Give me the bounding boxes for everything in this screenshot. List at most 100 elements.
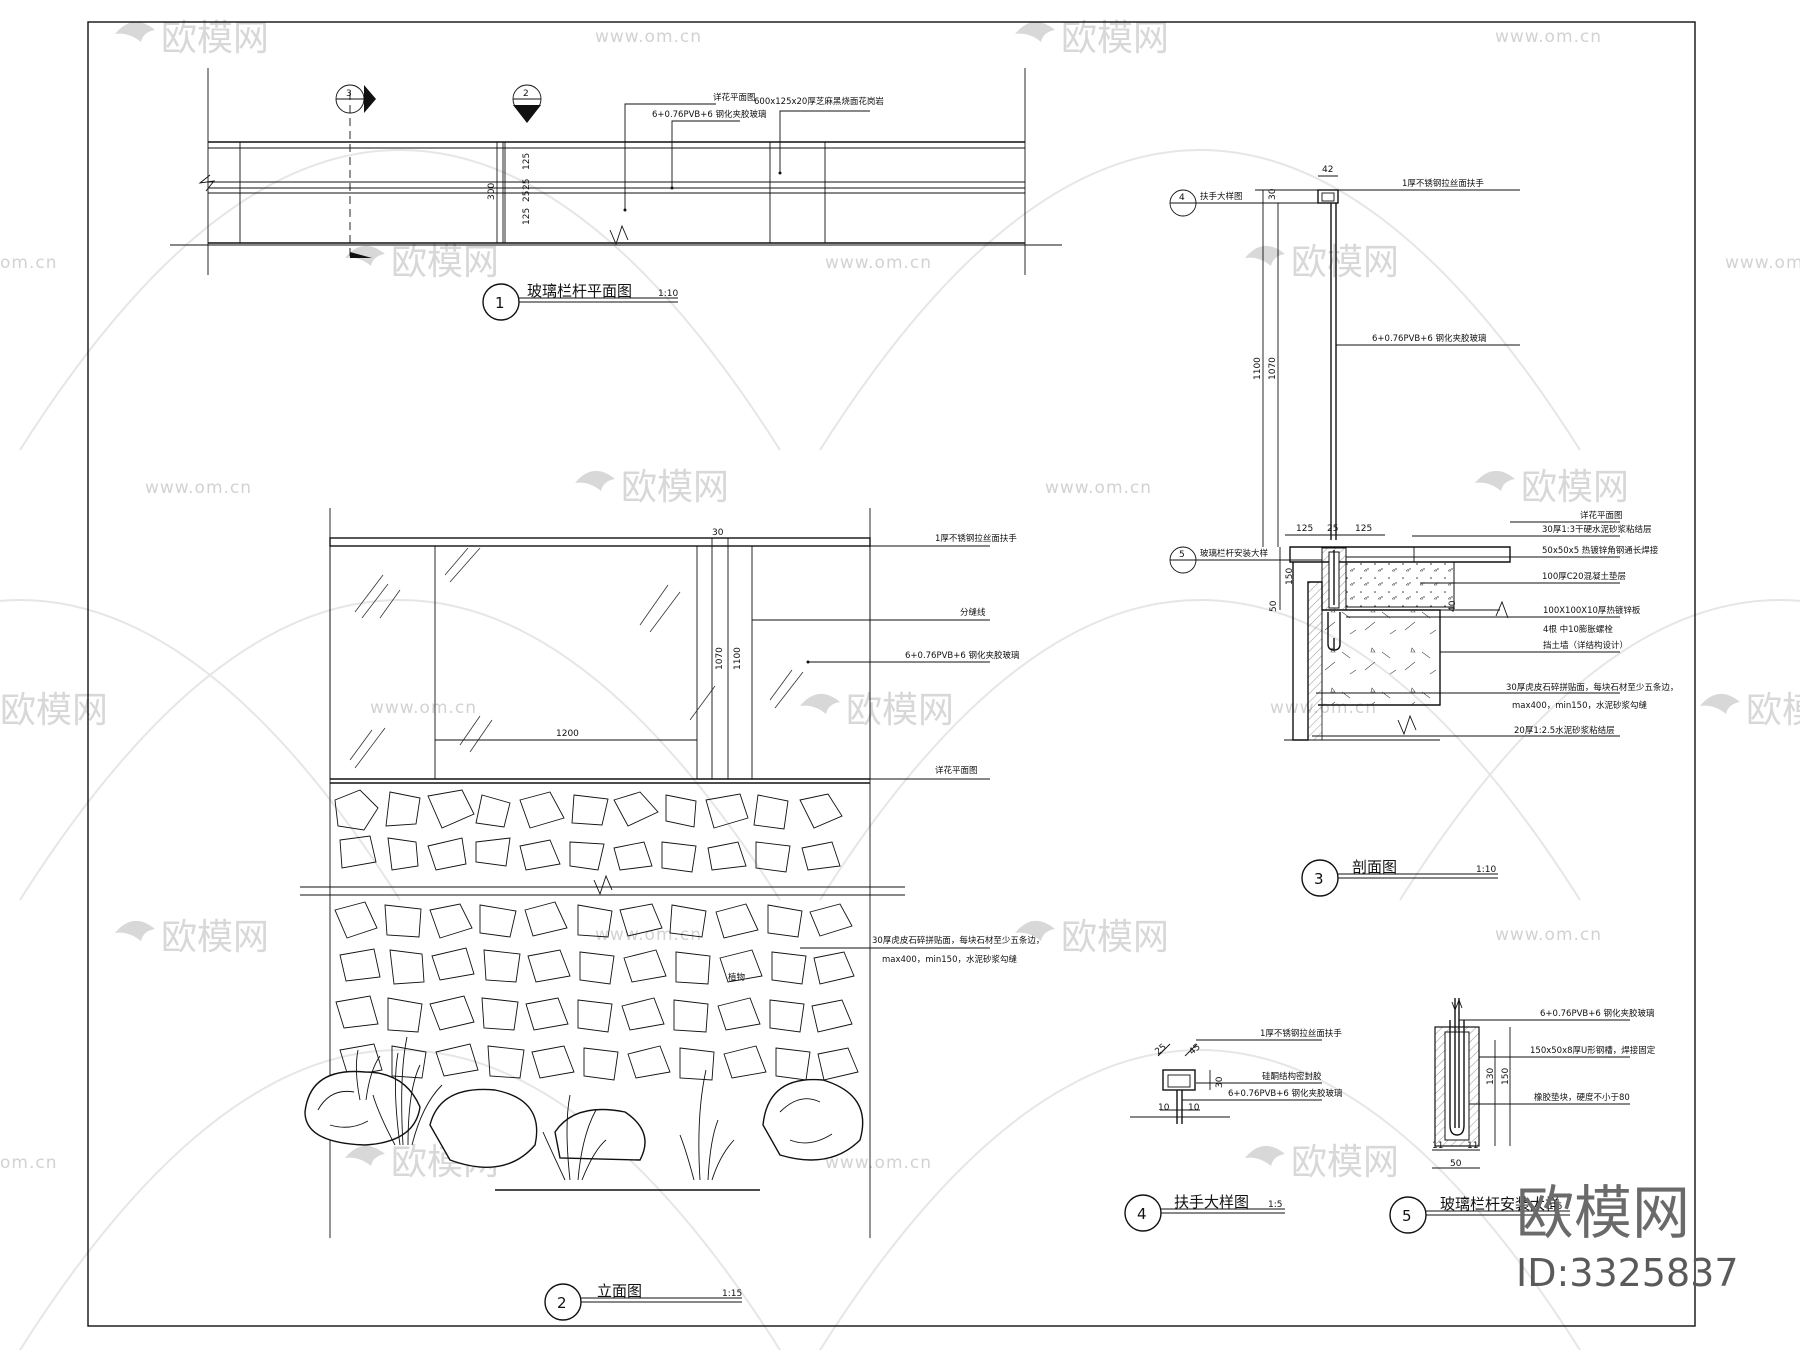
watermark-logo: 欧模网 xyxy=(115,18,269,59)
svg-text:max400，min150，水泥砂浆勾缝: max400，min150，水泥砂浆勾缝 xyxy=(1512,700,1647,711)
svg-text:40: 40 xyxy=(1448,600,1458,612)
callout-4: 4 扶手大样图 xyxy=(1169,189,1318,217)
handrail-profile xyxy=(1317,189,1339,204)
svg-text:扶手大样图: 扶手大样图 xyxy=(1174,1193,1249,1211)
svg-text:1:5: 1:5 xyxy=(1268,1200,1282,1210)
svg-text:2: 2 xyxy=(523,89,529,99)
svg-text:欧模网: 欧模网 xyxy=(1291,242,1399,283)
watermark-url: www.om.cn xyxy=(825,253,932,273)
svg-text:1厚不锈钢拉丝面扶手: 1厚不锈钢拉丝面扶手 xyxy=(935,533,1017,544)
svg-text:30厚虎皮石碎拼贴面，每块石材至少五条边，: 30厚虎皮石碎拼贴面，每块石材至少五条边， xyxy=(872,935,1044,946)
svg-text:10: 10 xyxy=(1188,1103,1200,1113)
svg-text:1:5: 1:5 xyxy=(1548,1202,1562,1212)
svg-text:挡土墙（详结构设计）: 挡土墙（详结构设计） xyxy=(1543,640,1628,651)
svg-text:5: 5 xyxy=(1179,550,1185,560)
watermark-url: om.cn xyxy=(0,253,58,273)
svg-text:1厚不锈钢拉丝面扶手: 1厚不锈钢拉丝面扶手 xyxy=(1402,178,1484,189)
section-mark-2: 2 xyxy=(512,84,542,123)
watermark-logo: 欧模网 xyxy=(1475,467,1629,508)
watermark-logo: 欧模网 xyxy=(1245,242,1399,283)
svg-text:30: 30 xyxy=(712,528,724,538)
install-detail-dims: 130 150 11 11 50 xyxy=(1432,1027,1511,1169)
watermark-logo: 欧模网 xyxy=(1700,690,1800,731)
svg-text:max400，min150，水泥砂浆勾缝: max400，min150，水泥砂浆勾缝 xyxy=(882,954,1017,965)
svg-text:扶手大样图: 扶手大样图 xyxy=(1200,191,1243,202)
section-view: 42 30 1100 1070 125 25 125 150 50 40 4 扶… xyxy=(1169,165,1678,897)
watermark-url: www.om.cn xyxy=(145,478,252,498)
svg-text:25: 25 xyxy=(522,191,532,202)
watermark-logo: 欧模网 xyxy=(1245,1142,1399,1183)
svg-text:欧模网: 欧模网 xyxy=(1521,467,1629,508)
svg-text:1:15: 1:15 xyxy=(722,1289,742,1299)
svg-text:欧模网: 欧模网 xyxy=(1061,917,1169,958)
svg-text:玻璃栏杆平面图: 玻璃栏杆平面图 xyxy=(527,282,632,300)
svg-text:25: 25 xyxy=(1327,524,1338,534)
stone-cladding-upper xyxy=(334,789,843,873)
svg-text:硅酮结构密封胶: 硅酮结构密封胶 xyxy=(1262,1071,1322,1082)
svg-text:50: 50 xyxy=(1450,1159,1462,1169)
svg-text:45: 45 xyxy=(1188,1042,1203,1057)
callout-5: 5 玻璃栏杆安装大样 xyxy=(1169,546,1322,574)
svg-text:剖面图: 剖面图 xyxy=(1352,858,1397,876)
watermark-url: www.om.cn xyxy=(370,698,477,718)
elevation-dimensions: 30 1070 1100 1200 xyxy=(435,528,743,779)
svg-text:详花平面图: 详花平面图 xyxy=(713,92,756,103)
watermark-url: www.om.cn xyxy=(595,925,702,945)
grass-plants xyxy=(355,1036,735,1181)
install-detail-leaders: 6+0.76PVB+6 钢化夹胶玻璃 150x50x8厚U形钢槽，焊接固定 橡胶… xyxy=(1459,1008,1656,1105)
svg-text:50x50x5 热镀锌角钢通长焊接: 50x50x5 热镀锌角钢通长焊接 xyxy=(1542,545,1659,556)
svg-text:1200: 1200 xyxy=(556,729,579,739)
svg-text:欧模网: 欧模网 xyxy=(621,467,729,508)
elevation-view: 植物 30 1070 1100 1200 1厚不锈钢拉丝面扶手 分缝线 6+0.… xyxy=(300,508,1044,1321)
plan-leaders: 详花平面图 6+0.76PVB+6 钢化夹胶玻璃 600x125x20厚芝麻黑烧… xyxy=(623,92,884,212)
svg-text:20厚1:2.5水泥砂浆粘结层: 20厚1:2.5水泥砂浆粘结层 xyxy=(1514,725,1615,736)
svg-text:4根 中10膨胀螺栓: 4根 中10膨胀螺栓 xyxy=(1543,624,1613,635)
elevation-title-block: 2 立面图 1:15 xyxy=(544,1282,742,1321)
svg-text:50: 50 xyxy=(1269,600,1279,612)
svg-text:30厚1:3干硬水泥砂浆粘结层: 30厚1:3干硬水泥砂浆粘结层 xyxy=(1542,524,1652,535)
anchor-bolts xyxy=(1327,612,1341,651)
svg-text:100厚C20混凝土垫层: 100厚C20混凝土垫层 xyxy=(1542,571,1626,582)
svg-text:150x50x8厚U形钢槽，焊接固定: 150x50x8厚U形钢槽，焊接固定 xyxy=(1530,1045,1656,1056)
svg-text:欧模网: 欧模网 xyxy=(1746,690,1800,731)
svg-text:欧模网: 欧模网 xyxy=(161,18,269,59)
svg-text:1: 1 xyxy=(495,294,505,312)
svg-text:详花平面图: 详花平面图 xyxy=(935,765,978,776)
svg-text:30厚虎皮石碎拼贴面，每块石材至少五条边，: 30厚虎皮石碎拼贴面，每块石材至少五条边， xyxy=(1506,682,1678,693)
svg-text:30: 30 xyxy=(1268,188,1278,200)
handrail-detail-view: 25 45 30 10 10 1厚不锈钢拉丝面扶手 硅酮结构密封胶 6+0.76… xyxy=(1124,1028,1343,1232)
svg-text:详花平面图: 详花平面图 xyxy=(1580,510,1623,521)
watermark-url: om.cn xyxy=(0,1153,58,1173)
svg-text:欧模网: 欧模网 xyxy=(1061,18,1169,59)
brand-logo-text: 欧模网 xyxy=(1516,1179,1690,1247)
svg-text:欧模网: 欧模网 xyxy=(161,917,269,958)
svg-text:600x125x20厚芝麻黑烧面花岗岩: 600x125x20厚芝麻黑烧面花岗岩 xyxy=(754,96,884,107)
plan-title-block: 1 玻璃栏杆平面图 1:10 xyxy=(482,282,678,321)
svg-text:42: 42 xyxy=(1322,165,1333,175)
watermark-logo: 欧模网 xyxy=(115,917,269,958)
svg-text:100X100X10厚热镀锌板: 100X100X10厚热镀锌板 xyxy=(1543,605,1641,616)
svg-text:1:10: 1:10 xyxy=(658,289,678,299)
svg-text:植物: 植物 xyxy=(728,972,746,983)
watermark-url: www.om.cn xyxy=(1495,27,1602,47)
brand-footer: 欧模网 ID:3325837 xyxy=(1516,1179,1739,1295)
svg-text:150: 150 xyxy=(1501,1068,1511,1085)
svg-text:125: 125 xyxy=(522,208,532,225)
svg-text:25: 25 xyxy=(522,179,532,190)
svg-text:300: 300 xyxy=(487,183,497,200)
svg-text:1100: 1100 xyxy=(733,647,743,670)
watermark-logo: 欧模网 xyxy=(345,242,499,283)
svg-text:4: 4 xyxy=(1179,193,1185,203)
section-dimensions: 42 30 1100 1070 125 25 125 150 50 40 xyxy=(1253,165,1458,612)
handrail-detail-title-block: 4 扶手大样图 1:5 xyxy=(1124,1193,1285,1232)
svg-text:1厚不锈钢拉丝面扶手: 1厚不锈钢拉丝面扶手 xyxy=(1260,1028,1342,1039)
install-detail-title-block: 5 玻璃栏杆安装大样 1:5 xyxy=(1389,1195,1570,1234)
svg-text:125: 125 xyxy=(1355,524,1372,534)
svg-text:6+0.76PVB+6 钢化夹胶玻璃: 6+0.76PVB+6 钢化夹胶玻璃 xyxy=(1372,333,1487,344)
svg-text:1100: 1100 xyxy=(1253,357,1263,380)
svg-text:玻璃栏杆安装大样: 玻璃栏杆安装大样 xyxy=(1440,1195,1560,1213)
svg-text:4: 4 xyxy=(1137,1205,1147,1223)
svg-text:6+0.76PVB+6 钢化夹胶玻璃: 6+0.76PVB+6 钢化夹胶玻璃 xyxy=(652,109,767,120)
svg-text:1:10: 1:10 xyxy=(1476,865,1496,875)
